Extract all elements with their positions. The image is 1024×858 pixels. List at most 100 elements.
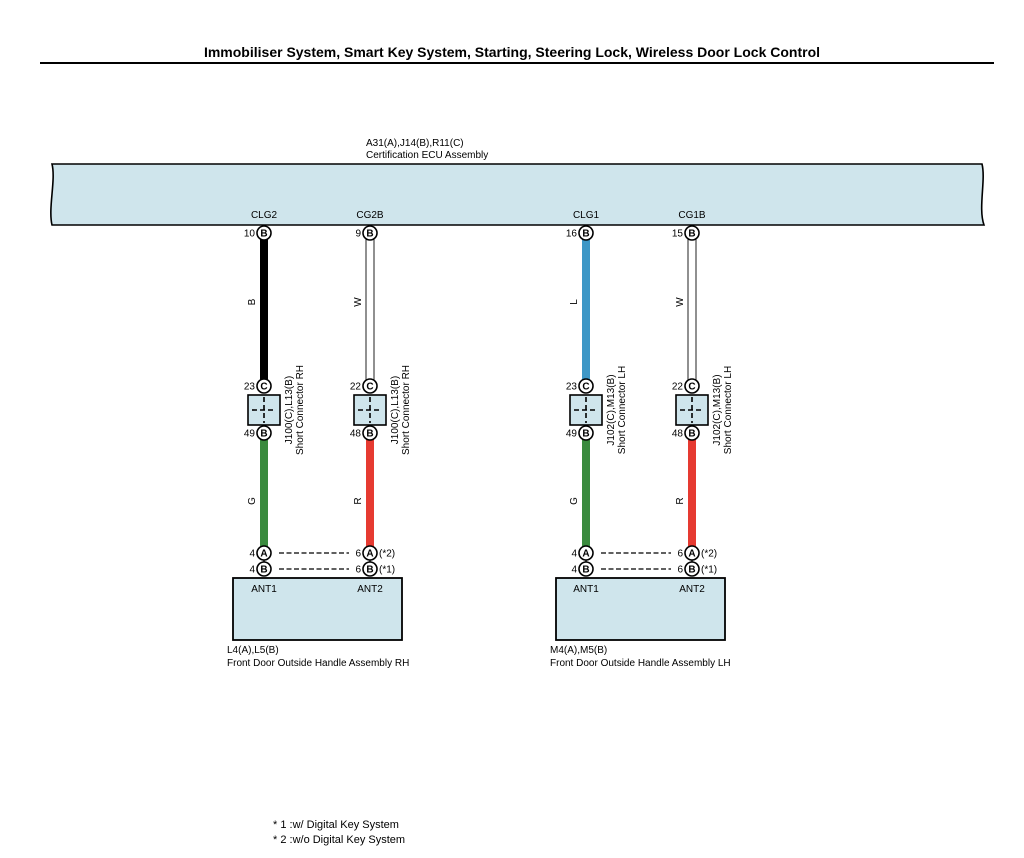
antenna-label: ANT2 (679, 584, 705, 595)
door-handle-pin-letter: B (366, 565, 373, 576)
upper-wire-2 (365, 232, 375, 387)
title-rule (40, 62, 994, 64)
wire-code-label: R (353, 497, 364, 504)
door-handle-pin-letter: A (366, 549, 373, 560)
ecu-signal-label: CLG1 (573, 210, 600, 221)
wire-code-label: W (353, 297, 364, 307)
door-handle-pin-number: 4 (249, 549, 255, 560)
short-connector-code: J100(C),L13(B) (390, 376, 401, 444)
door-handle-pin-number: 6 (677, 549, 683, 560)
short-connector-pin-circle (362, 378, 378, 394)
short-connector-pin-number: 22 (350, 382, 362, 393)
ecu-pin-letter: B (260, 229, 267, 240)
ecu-pin-letter: B (366, 229, 373, 240)
door-handle-name: Front Door Outside Handle Assembly RH (227, 658, 409, 669)
door-handle-pin-circle (684, 561, 700, 577)
door-handle-pin-circle (578, 561, 594, 577)
short-connector-pin-circle (256, 425, 272, 441)
ecu-pin-circle (684, 225, 700, 241)
ecu-pin-number: 10 (244, 229, 256, 240)
short-connector-pin-number: 22 (672, 382, 684, 393)
lower-wire-3 (582, 433, 590, 553)
short-connector-code: J102(C),M13(B) (712, 374, 723, 445)
wire-layer (260, 232, 697, 569)
short-connector-pin-circle (684, 378, 700, 394)
door-handle-pin-letter: A (260, 549, 267, 560)
variant-note: (*2) (701, 549, 717, 560)
short-connector-pin-letter: B (688, 429, 695, 440)
door-handle-pin-number: 4 (571, 549, 577, 560)
wire-code-label: L (569, 299, 580, 305)
door-handle-pin-number: 4 (249, 565, 255, 576)
short-connector-pin-number: 49 (244, 429, 256, 440)
short-connector-name: Short Connector RH (401, 365, 412, 455)
short-connector-pin-letter: B (582, 429, 589, 440)
antenna-label: ANT1 (251, 584, 277, 595)
short-connector-pin-circle (684, 425, 700, 441)
door-handle-pin-circle (256, 545, 272, 561)
short-connector-pin-circle (362, 425, 378, 441)
door-handle-code: M4(A),M5(B) (550, 645, 607, 656)
page-title: Immobiliser System, Smart Key System, St… (203, 44, 821, 60)
door-handle-pin-letter: B (260, 565, 267, 576)
short-connector-code: J100(C),L13(B) (284, 376, 295, 444)
variant-note: (*1) (701, 565, 717, 576)
wire-code-label: B (247, 298, 258, 305)
short-connector-pin-circle (578, 378, 594, 394)
ecu-pin-number: 9 (355, 229, 361, 240)
wire-code-label: R (675, 497, 686, 504)
lower-wire-2 (366, 433, 374, 553)
short-connector-pin-number: 23 (244, 382, 256, 393)
door-handle-name: Front Door Outside Handle Assembly LH (550, 658, 731, 669)
short-connector-pin-number: 49 (566, 429, 578, 440)
short-connector-pin-letter: C (688, 382, 695, 393)
door-handle-pin-circle (362, 545, 378, 561)
door-handle-body (232, 577, 403, 641)
short-connector-pin-number: 48 (672, 429, 684, 440)
ecu-pin-letter: B (688, 229, 695, 240)
door-handle-pin-letter: B (582, 565, 589, 576)
door-handle-pin-number: 6 (677, 565, 683, 576)
ecu-name: Certification ECU Assembly (366, 150, 488, 161)
short-connector-pin-letter: B (260, 429, 267, 440)
ecu-pin-letter: B (582, 229, 589, 240)
upper-wire-4 (687, 232, 697, 387)
variant-note: (*1) (379, 565, 395, 576)
door-handle-pin-letter: A (582, 549, 589, 560)
short-connector-pin-letter: C (582, 382, 589, 393)
door-handle-pin-number: 4 (571, 565, 577, 576)
variant-note: (*2) (379, 549, 395, 560)
footnote-2: * 2 :w/o Digital Key System (273, 834, 406, 846)
door-handle-pin-circle (578, 545, 594, 561)
lower-wire-4 (688, 433, 696, 553)
door-handle-code: L4(A),L5(B) (227, 645, 279, 656)
ecu-pin-circle (578, 225, 594, 241)
wire-code-label: G (247, 497, 258, 505)
short-connector-pin-letter: B (366, 429, 373, 440)
ecu-pin-circle (362, 225, 378, 241)
ecu-signal-label: CG1B (678, 210, 706, 221)
lower-wire-1 (260, 433, 268, 553)
antenna-label: ANT1 (573, 584, 599, 595)
door-handle-pin-circle (256, 561, 272, 577)
door-handle-pin-number: 6 (355, 549, 361, 560)
ecu-pin-circle (256, 225, 272, 241)
ecu-pin-number: 15 (672, 229, 684, 240)
upper-wire-1 (260, 233, 268, 386)
short-connector-pin-circle (256, 378, 272, 394)
door-handle-pin-letter: A (688, 549, 695, 560)
upper-wire-3 (582, 233, 590, 386)
short-connector-pin-number: 48 (350, 429, 362, 440)
short-connector-code: J102(C),M13(B) (606, 374, 617, 445)
door-handle-body (555, 577, 726, 641)
short-connector-pin-letter: C (260, 382, 267, 393)
short-connector-pin-number: 23 (566, 382, 578, 393)
ecu-body (50, 163, 986, 226)
door-handle-pin-letter: B (688, 565, 695, 576)
short-connector-name: Short Connector LH (617, 366, 628, 454)
short-connector-name: Short Connector LH (723, 366, 734, 454)
ecu-code: A31(A),J14(B),R11(C) (366, 138, 464, 149)
door-handle-pin-circle (684, 545, 700, 561)
